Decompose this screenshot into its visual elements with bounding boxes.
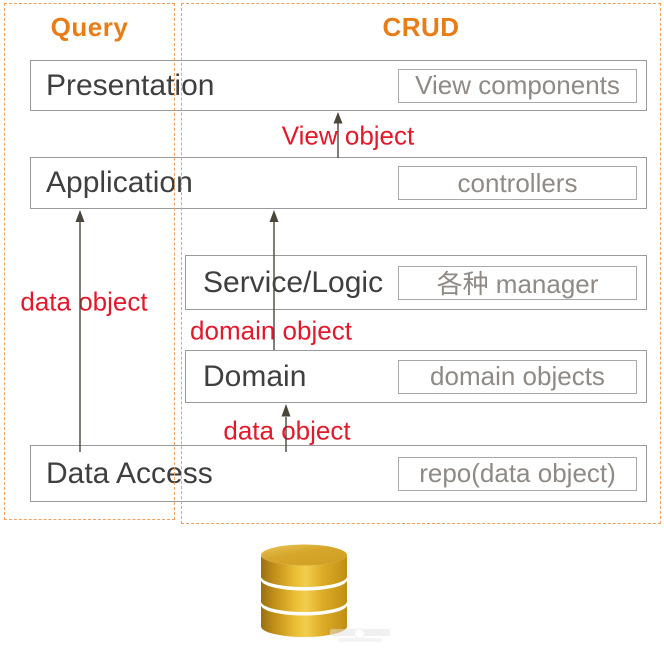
service-logic-label: Service/Logic xyxy=(203,265,384,299)
flow-label-domain-object: domain object xyxy=(190,315,352,346)
flow-label-data-object-left: data object xyxy=(20,286,148,317)
service-logic-component-box: 各种 manager xyxy=(398,265,637,300)
application-label: Application xyxy=(46,166,193,199)
layer-domain: Domain domain objects xyxy=(185,350,647,403)
layer-presentation: Presentation View components xyxy=(30,60,647,111)
data-access-label: Data Access xyxy=(46,456,213,490)
crud-title: CRUD xyxy=(382,12,460,42)
domain-label: Domain xyxy=(203,359,307,393)
layer-service-logic: Service/Logic 各种 manager xyxy=(185,255,647,310)
layer-application: Application controllers xyxy=(30,157,647,209)
application-component-box: controllers xyxy=(398,166,637,200)
query-title: Query xyxy=(50,12,129,42)
layer-data-access: Data Access repo(data object) xyxy=(30,445,647,502)
presentation-label: Presentation xyxy=(46,68,215,102)
database-icon xyxy=(261,544,347,637)
watermark xyxy=(324,628,412,644)
presentation-component-box: View components xyxy=(398,68,637,103)
arrow-data-object-left xyxy=(75,210,85,452)
data-access-component-box: repo(data object) xyxy=(398,456,637,491)
domain-component-box: domain objects xyxy=(398,359,637,394)
flow-label-view-object: View object xyxy=(281,120,415,151)
flow-label-data-object-right: data object xyxy=(223,415,351,446)
